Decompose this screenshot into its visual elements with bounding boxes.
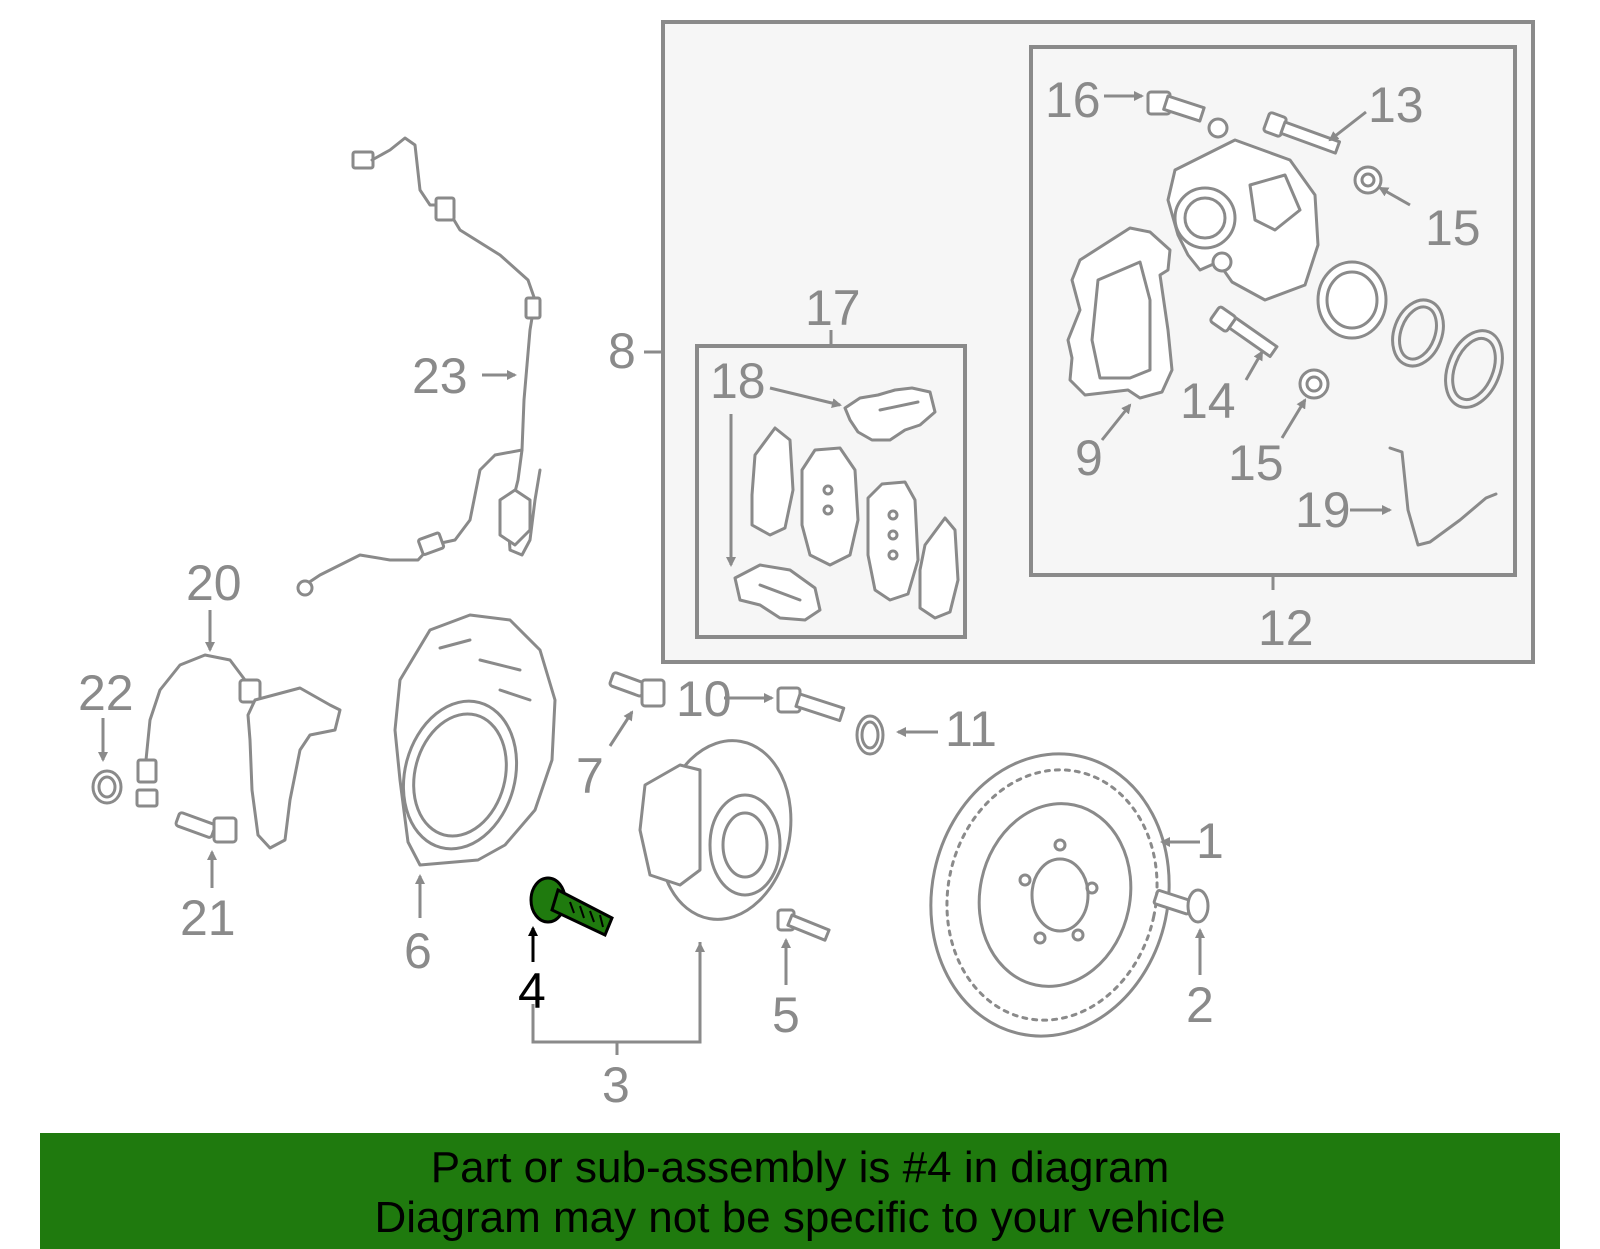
label-21: 21 [180,890,236,946]
part-2-screw [1152,888,1210,924]
brake-pad-inner-shim [918,516,960,620]
caliper-housing [1166,117,1320,302]
banner-part-text: Part or sub-assembly is #4 in diagram [430,1143,1170,1192]
label-12: 12 [1258,600,1314,656]
part-3-hub-bearing [638,739,793,921]
label-15-upper: 15 [1425,200,1481,256]
label-5: 5 [772,987,800,1043]
part-19-wear-indicator [1388,446,1498,547]
label-15-lower: 15 [1228,435,1284,491]
part-14-guide-pin [1209,305,1279,359]
label-3: 3 [602,1057,630,1113]
label-23: 23 [412,348,468,404]
brake-pad-outer [800,446,860,567]
part-20-abs-sensor [135,653,342,850]
brake-pad-outer-shim [750,426,795,537]
caliper-piston [1316,260,1388,340]
part-info-banner: Part or sub-assembly is #4 in diagram Di… [40,1133,1560,1249]
part-18-pad-clip-lower [733,563,822,622]
part-18-pad-clip-upper [843,386,937,442]
part-16-bolt [1146,90,1206,123]
part-1-brake-rotor [929,752,1171,1038]
label-7: 7 [576,748,604,804]
dust-boot [1444,329,1504,409]
part-21-bolt [174,811,238,844]
label-22: 22 [78,665,134,721]
part-6-dust-shield [393,613,557,867]
part-15-bushing-lower [1298,368,1330,400]
part-15-bushing-upper [1353,165,1383,195]
label-9: 9 [1075,430,1103,486]
piston-seal [1391,298,1445,368]
part-11-o-ring [855,714,885,756]
part-9-caliper-bracket [1066,226,1174,400]
part-4-hub-bolt [529,876,614,938]
label-4: 4 [518,963,546,1019]
part-13-guide-pin [1262,111,1342,155]
banner-disclaimer-text: Diagram may not be specific to your vehi… [374,1193,1226,1242]
part-7-bolt [608,671,666,708]
label-6: 6 [404,923,432,979]
part-5-wheel-stud [776,908,831,942]
label-10: 10 [676,671,732,727]
label-2: 2 [1186,977,1214,1033]
part-10-bolt [776,686,846,723]
part-23-abs-sensor-wire [296,136,542,597]
label-19: 19 [1295,482,1351,538]
label-1: 1 [1196,813,1224,869]
label-16: 16 [1045,72,1101,128]
part-22-grommet [91,769,123,805]
label-17: 17 [805,280,861,336]
label-20: 20 [186,555,242,611]
label-13: 13 [1368,77,1424,133]
leader-lines [98,91,1411,1055]
brake-pad-inner [866,480,920,602]
label-18: 18 [710,353,766,409]
label-11: 11 [945,701,997,757]
label-8: 8 [608,323,636,379]
label-14: 14 [1180,373,1236,429]
